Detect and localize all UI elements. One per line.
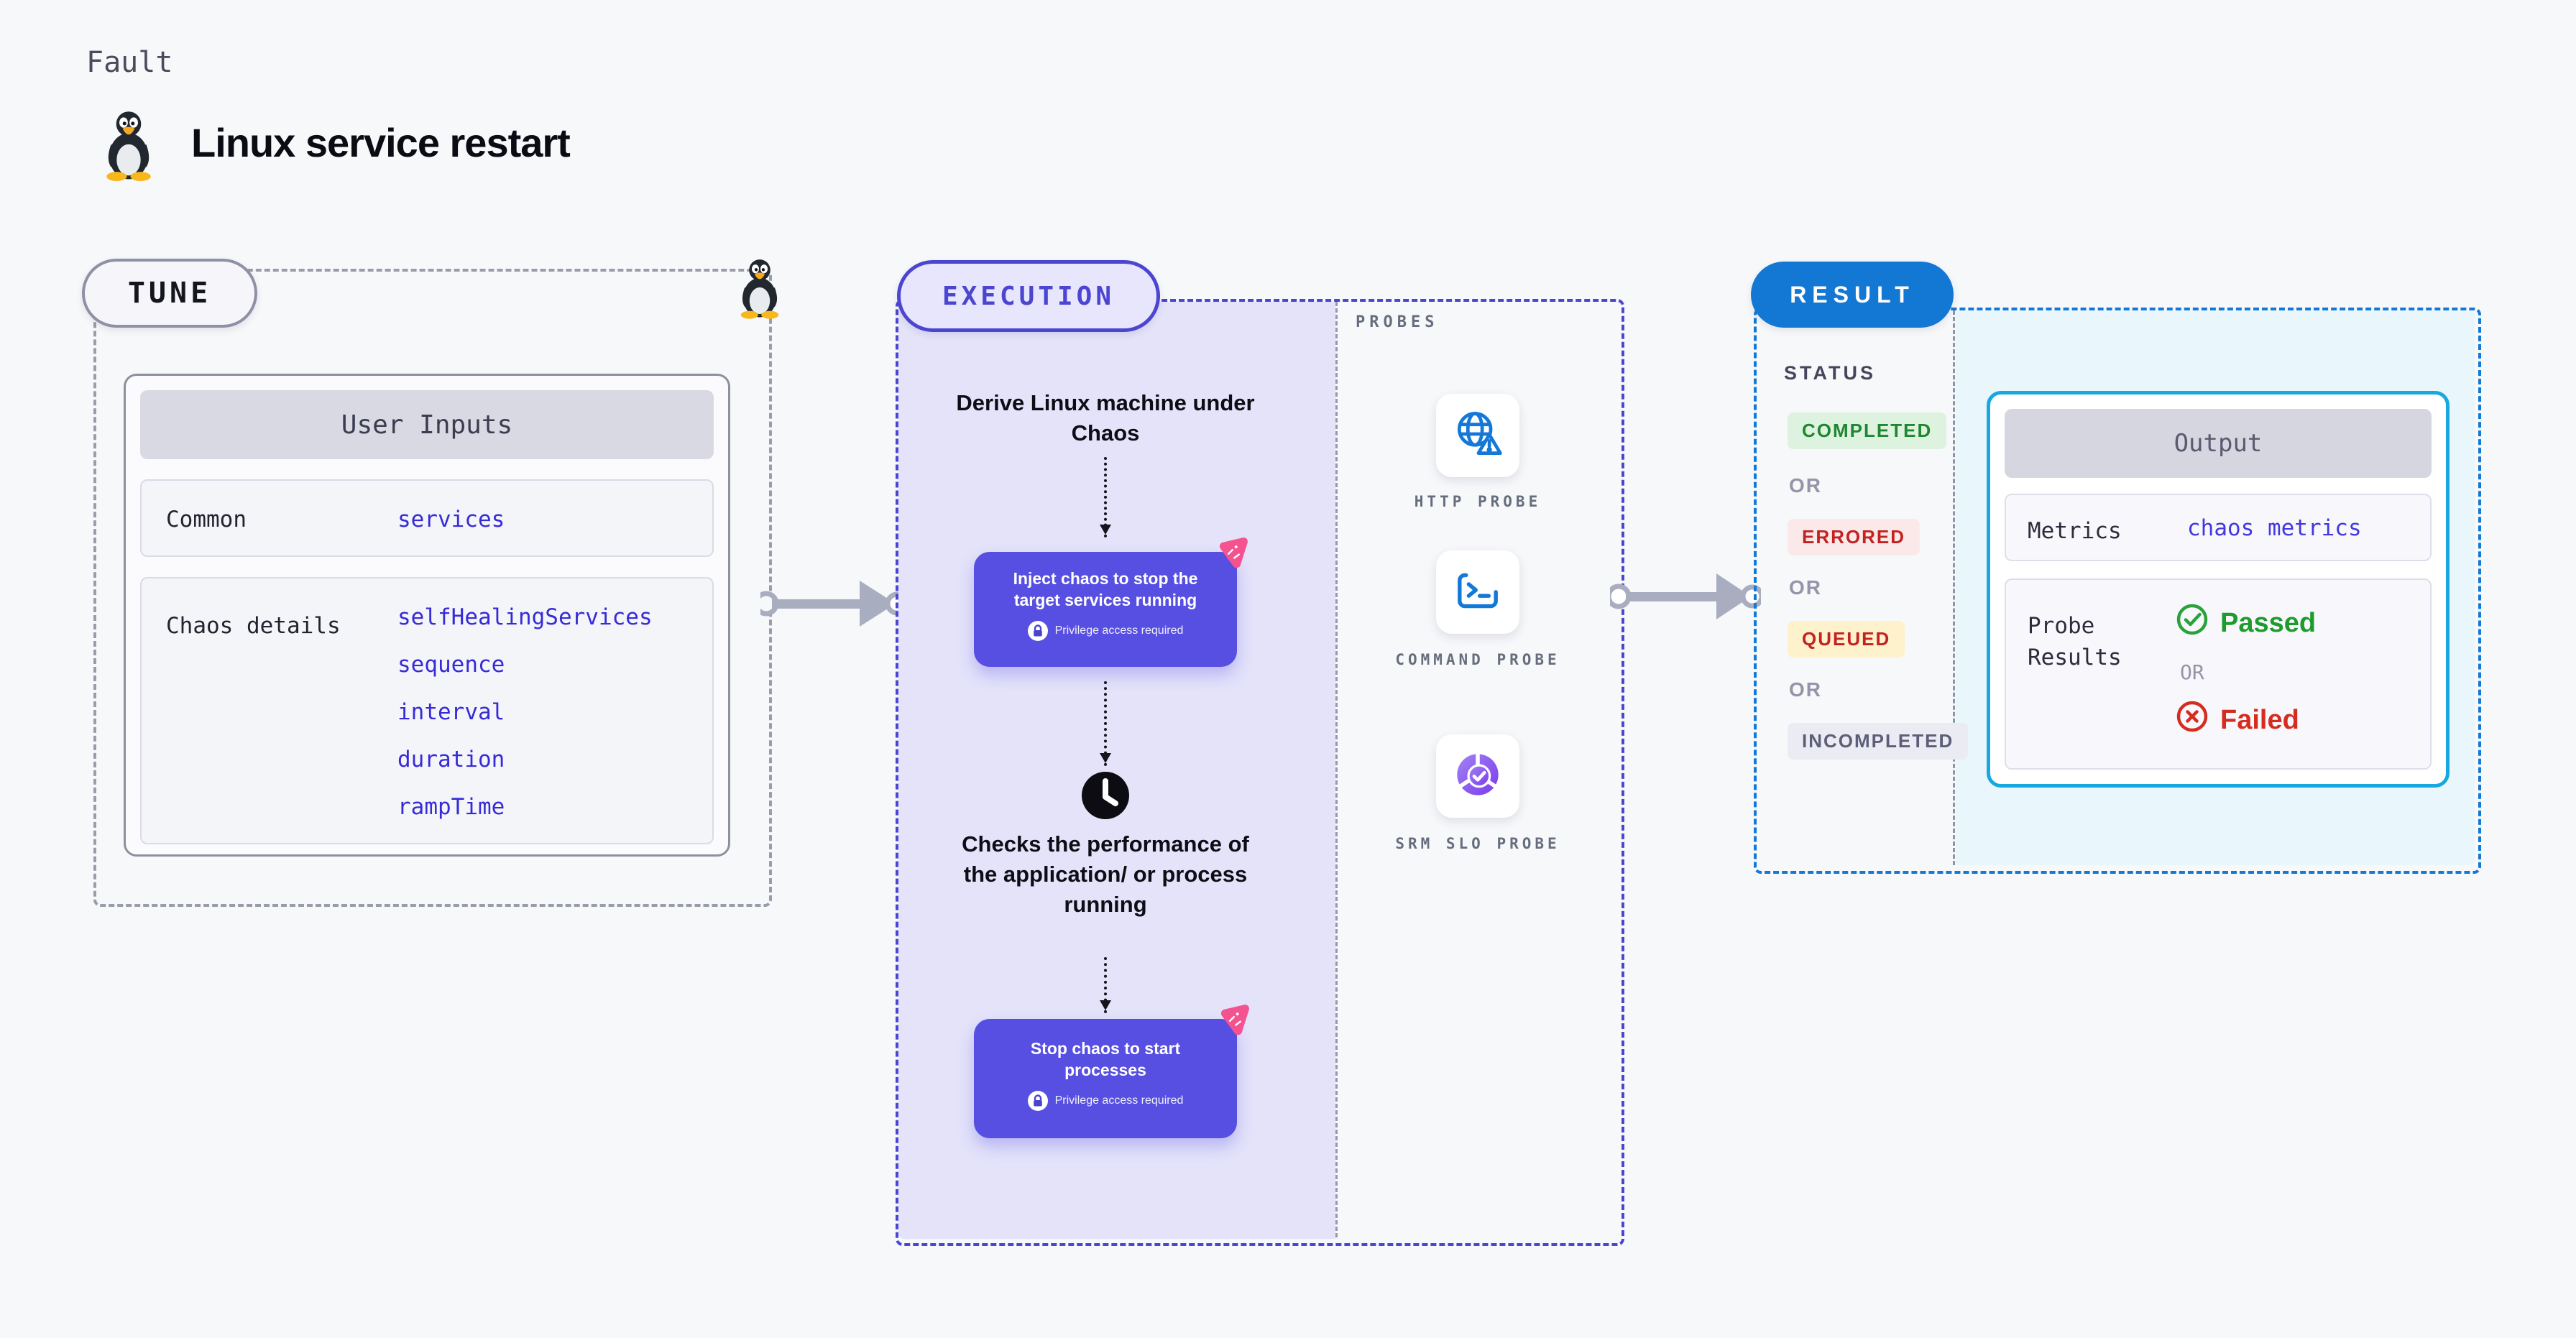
failed-row: Failed	[2176, 700, 2316, 740]
stop-chaos-card: Stop chaos to start processes Privilege …	[974, 1019, 1237, 1138]
status-separator-line	[1953, 310, 1955, 865]
output-or-label: OR	[2180, 660, 2204, 684]
row-value: rampTime	[397, 794, 505, 820]
globe-alert-icon	[1450, 407, 1505, 465]
tune-section-box	[93, 269, 772, 907]
row-label: Chaos details	[166, 613, 341, 639]
table-row-common: Common services	[140, 479, 714, 557]
command-probe-card	[1436, 550, 1519, 634]
output-probe-results-row: Probe Results Passed OR	[2005, 578, 2432, 770]
result-section-box	[1754, 308, 2481, 874]
probes-separator-line	[1335, 302, 1338, 1237]
page-title: Linux service restart	[191, 120, 571, 165]
passed-row: Passed	[2176, 603, 2316, 643]
chaos-triangle-icon	[1213, 535, 1251, 576]
status-or-label: OR	[1789, 576, 1822, 599]
status-badge-completed: COMPLETED	[1788, 412, 1947, 449]
checks-step-text: Checks the performance of the applicatio…	[962, 831, 1249, 917]
stop-chaos-text: Stop chaos to start processes	[1030, 1039, 1181, 1079]
x-circle-icon	[2176, 700, 2209, 740]
terminal-icon	[1452, 565, 1504, 620]
row-value: selfHealingServices	[397, 604, 653, 630]
chaos-triangle-icon	[1215, 1002, 1252, 1043]
inject-chaos-text: Inject chaos to stop the target services…	[1013, 569, 1198, 609]
srm-slo-probe-card	[1436, 734, 1519, 818]
tux-penguin-small-icon	[735, 257, 785, 323]
row-value: services	[397, 507, 505, 532]
status-label: STATUS	[1784, 362, 1876, 384]
row-values: selfHealingServices sequence interval du…	[397, 594, 653, 831]
lock-icon	[1027, 621, 1048, 641]
tune-to-execution-arrow	[753, 575, 909, 636]
probes-label: PROBES	[1356, 313, 1439, 331]
http-probe-card	[1436, 394, 1519, 477]
status-badge-incompleted: INCOMPLETED	[1788, 723, 1969, 760]
status-badge-errored: ERRORED	[1788, 519, 1920, 555]
execution-label: EXECUTION	[942, 281, 1116, 311]
check-circle-icon	[2176, 603, 2209, 643]
row-value: sequence	[397, 652, 505, 678]
execution-section-pill: EXECUTION	[897, 260, 1160, 332]
tux-penguin-icon	[98, 109, 160, 185]
output-card: Output Metrics chaos metrics Probe Resul…	[1987, 391, 2450, 788]
http-probe-label: HTTP PROBE	[1414, 493, 1542, 510]
metrics-value: chaos metrics	[2187, 515, 2362, 541]
output-metrics-row: Metrics chaos metrics	[2005, 494, 2432, 561]
execution-to-result-arrow	[1606, 568, 1765, 629]
status-or-label: OR	[1789, 678, 1822, 701]
flow-arrow-down-icon	[1100, 681, 1111, 766]
privilege-text: Privilege access required	[1054, 624, 1184, 637]
privilege-text: Privilege access required	[1054, 1094, 1184, 1107]
clock-icon	[1080, 770, 1131, 824]
tune-section-pill: TUNE	[82, 259, 257, 328]
failed-label: Failed	[2220, 704, 2299, 735]
user-inputs-title: User Inputs	[341, 410, 513, 440]
lock-icon	[1027, 1091, 1048, 1111]
privilege-row: Privilege access required	[974, 1091, 1237, 1111]
execution-section-box	[896, 299, 1624, 1246]
privilege-row: Privilege access required	[974, 621, 1237, 641]
flow-arrow-down-icon	[1100, 957, 1111, 1013]
result-label: RESULT	[1790, 281, 1915, 308]
row-label: Common	[166, 507, 247, 532]
user-inputs-header: User Inputs	[140, 390, 714, 459]
status-badge-queued: QUEUED	[1788, 621, 1905, 658]
table-row-chaos-details: Chaos details selfHealingServices sequen…	[140, 577, 714, 844]
command-probe-label: COMMAND PROBE	[1395, 651, 1560, 668]
fault-category-label: Fault	[86, 46, 173, 79]
metrics-label: Metrics	[2028, 518, 2122, 544]
passed-label: Passed	[2220, 607, 2317, 638]
probe-results-label: Probe Results	[2028, 613, 2122, 670]
derive-step-text: Derive Linux machine under Chaos	[956, 390, 1255, 446]
status-or-label: OR	[1789, 474, 1822, 497]
output-header: Output	[2005, 409, 2432, 478]
user-inputs-card: User Inputs Common services Chaos detail…	[124, 374, 730, 857]
output-title: Output	[2174, 429, 2263, 458]
flow-arrow-down-icon	[1100, 457, 1111, 537]
inject-chaos-card: Inject chaos to stop the target services…	[974, 552, 1237, 667]
srm-slo-probe-label: SRM SLO PROBE	[1395, 835, 1560, 852]
row-value: duration	[397, 747, 505, 772]
result-section-pill: RESULT	[1751, 262, 1954, 328]
row-value: interval	[397, 699, 505, 725]
slo-donut-icon	[1451, 748, 1504, 805]
tune-label: TUNE	[127, 277, 212, 310]
